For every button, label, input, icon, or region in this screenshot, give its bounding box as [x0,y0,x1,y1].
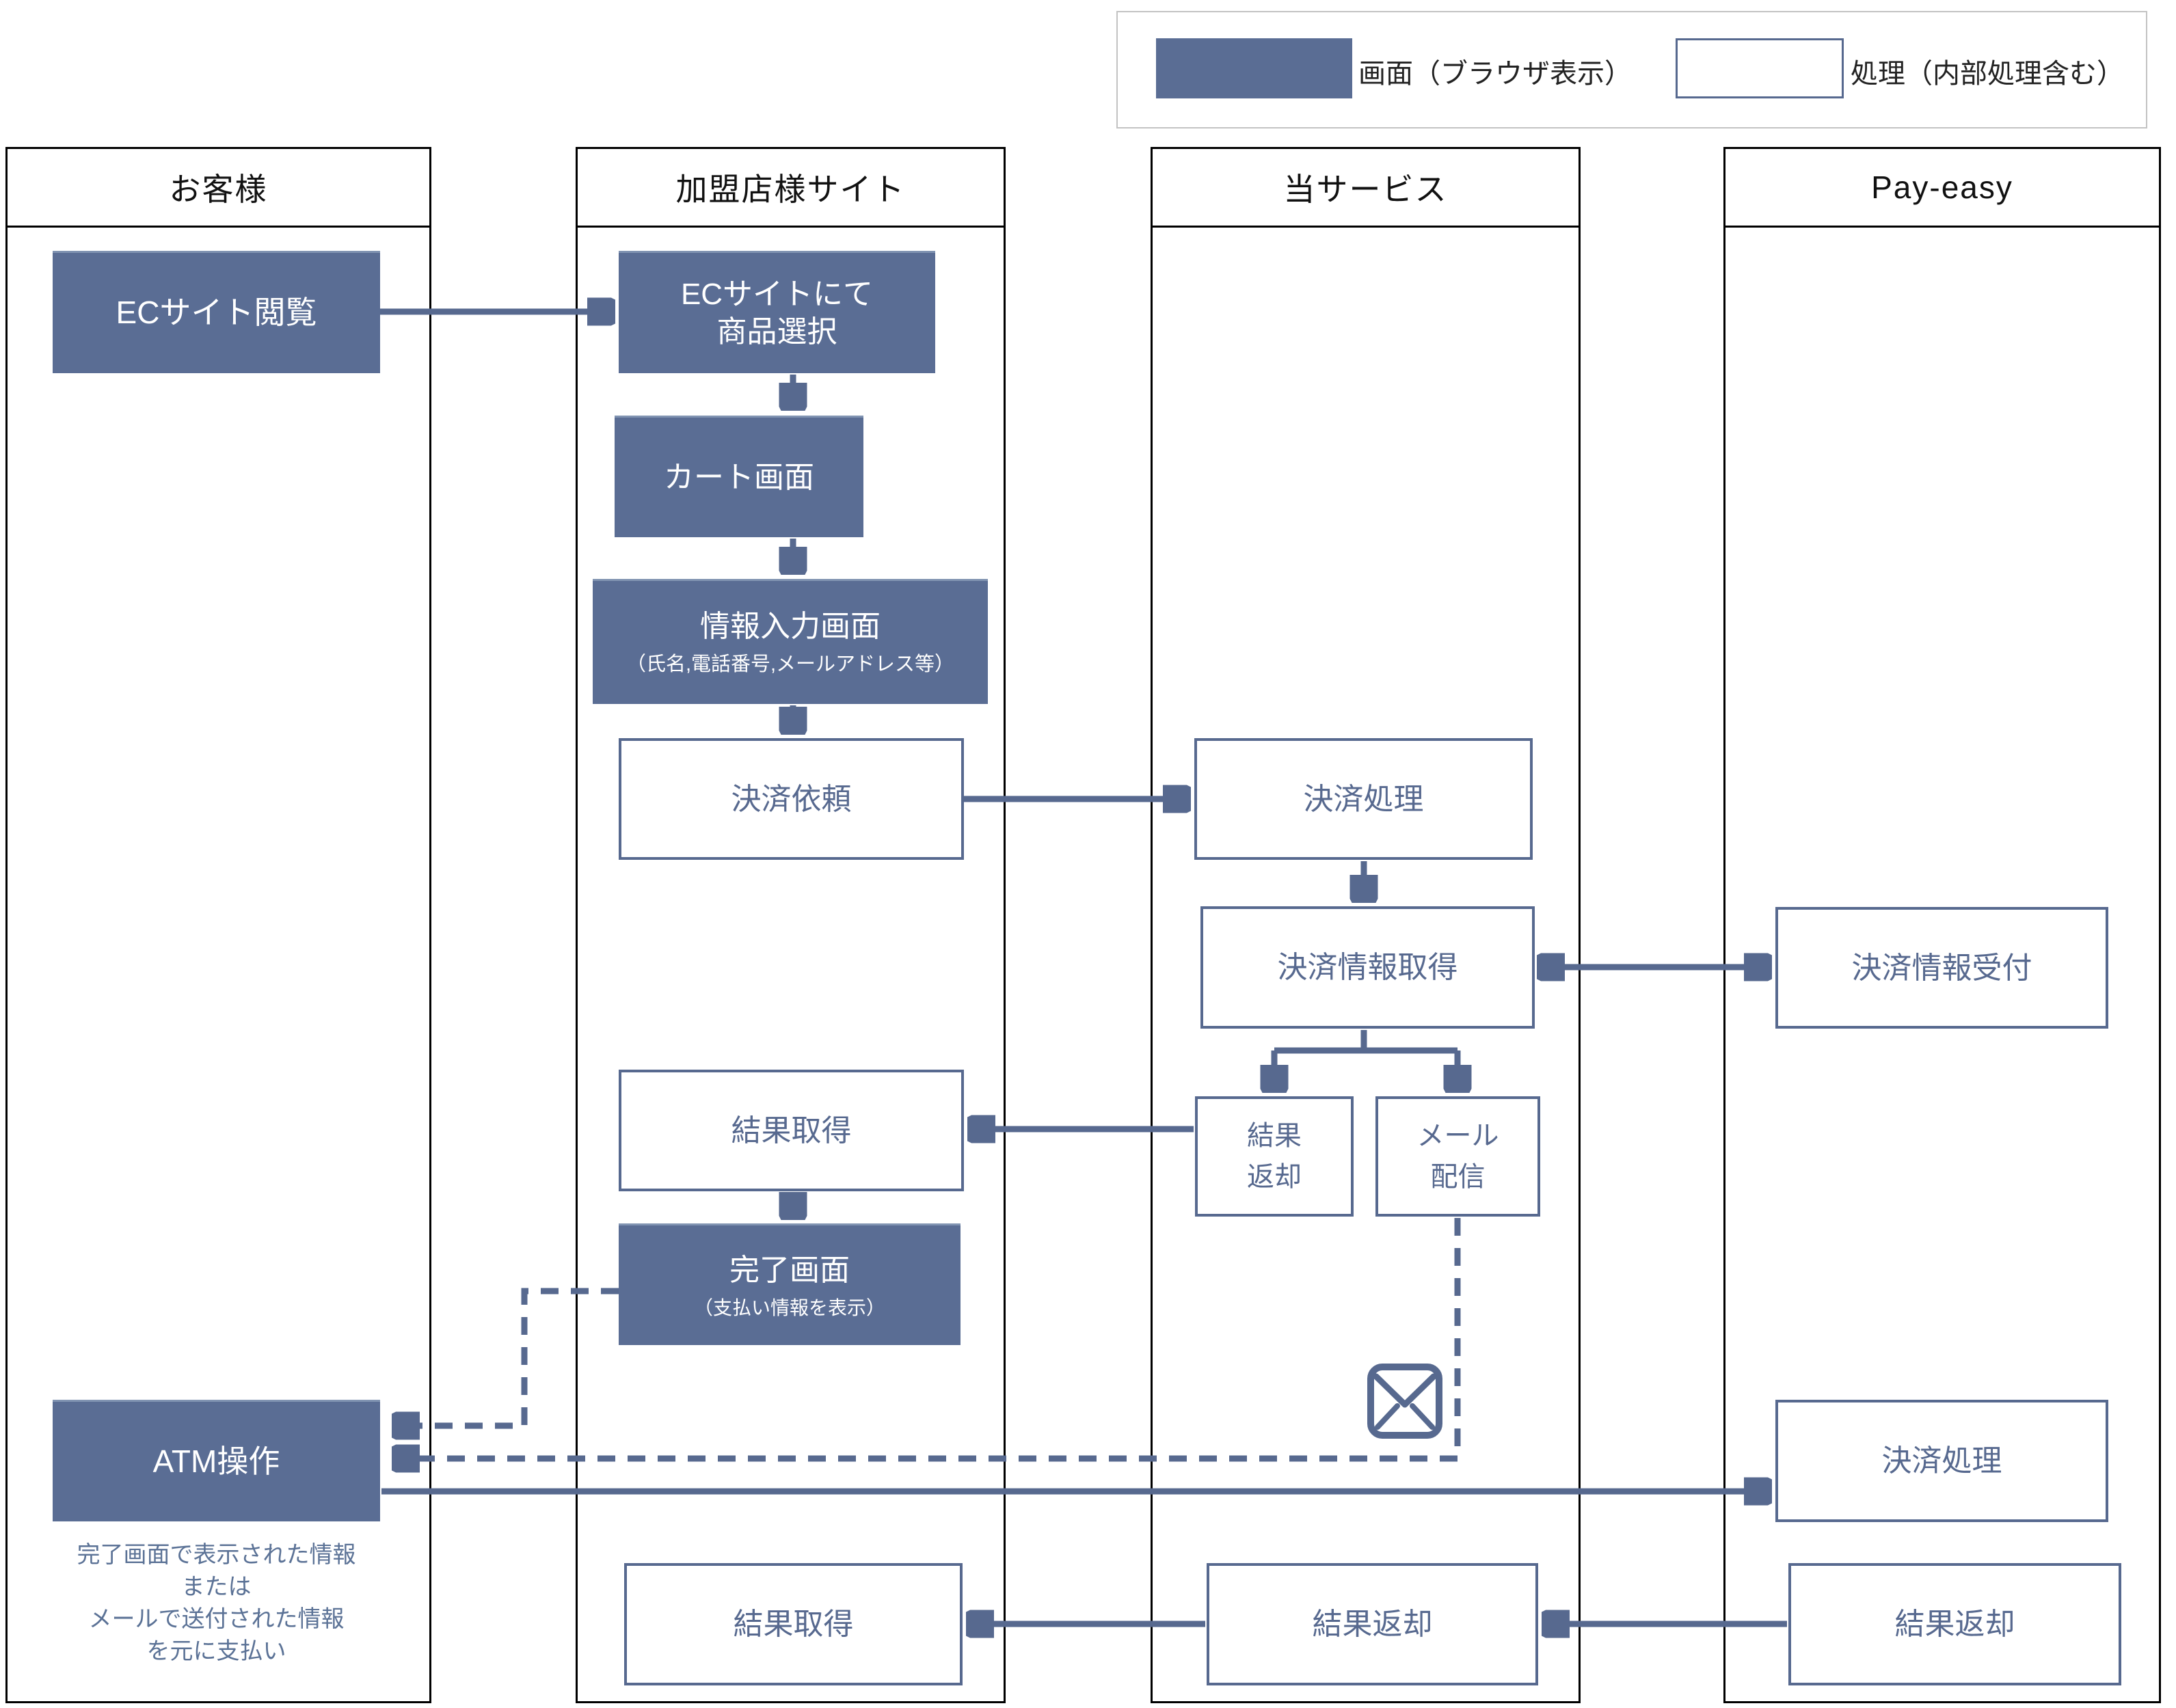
box-mail-send-line2: 配信 [1430,1162,1486,1192]
lane-customer-title: お客様 [8,149,429,228]
atm-note-line: を元に支払い [146,1638,286,1664]
box-done-screen-subtitle: （支払い情報を表示） [693,1297,885,1318]
legend-screen-swatch [1156,38,1352,98]
box-ec-select-line1: ECサイトにて [680,277,874,311]
box-payment-process-service-label: 決済処理 [1303,782,1424,816]
box-result-return-payeasy-label: 結果返却 [1894,1608,2015,1641]
box-result-get-bottom: 結果取得 [624,1563,963,1685]
box-result-get-bottom-label: 結果取得 [733,1608,854,1641]
box-payment-process-payeasy-label: 決済処理 [1881,1444,2002,1478]
box-info-input-screen: 情報入力画面 （氏名,電話番号,メールアドレス等） [593,579,988,704]
box-result-return-service-label: 結果返却 [1312,1608,1433,1641]
box-done-screen: 完了画面 （支払い情報を表示） [619,1223,961,1345]
box-atm-operation: ATM操作 [53,1400,380,1521]
atm-note-line: または [181,1574,252,1600]
box-done-screen-title: 完了画面 [729,1253,850,1287]
box-cart-screen: カート画面 [615,416,863,537]
box-payment-process-payeasy: 決済処理 [1775,1400,2108,1522]
box-payment-info-accept: 決済情報受付 [1775,907,2108,1029]
mail-envelope-icon [1367,1364,1442,1439]
lane-service-title: 当サービス [1153,149,1579,228]
box-info-input-title: 情報入力画面 [700,610,881,644]
box-mail-send: メール 配信 [1375,1096,1540,1217]
legend: 画面（ブラウザ表示） 処理（内部処理含む） [1116,11,2147,128]
box-result-return-small-line2: 返却 [1247,1162,1302,1192]
lane-payeasy-title: Pay-easy [1725,149,2159,228]
box-result-return-payeasy: 結果返却 [1788,1563,2121,1685]
atm-note-line: 完了画面で表示された情報 [77,1542,356,1568]
atm-note-line: メールで送付された情報 [88,1606,345,1632]
box-info-input-subtitle: （氏名,電話番号,メールアドレス等） [626,653,955,676]
legend-process-label: 処理（内部処理含む） [1851,59,2124,89]
box-ec-select: ECサイトにて 商品選択 [619,251,935,373]
legend-process-swatch [1676,38,1844,98]
box-result-get: 結果取得 [619,1070,964,1191]
box-mail-send-line1: メール [1416,1121,1499,1151]
box-payment-info-get-label: 決済情報取得 [1277,951,1458,984]
box-payment-info-get: 決済情報取得 [1200,906,1535,1029]
box-result-get-label: 結果取得 [731,1113,852,1148]
box-atm-operation-label: ATM操作 [152,1443,280,1479]
box-payment-process-service: 決済処理 [1194,738,1533,860]
box-ec-browse-label: ECサイト閲覧 [116,295,317,331]
box-result-return-small-line1: 結果 [1247,1121,1302,1151]
box-payment-info-accept-label: 決済情報受付 [1851,951,2032,985]
box-ec-select-line2: 商品選択 [716,315,837,349]
box-payment-request: 決済依頼 [619,738,964,860]
box-result-return-service: 結果返却 [1207,1563,1538,1685]
box-result-return-small: 結果 返却 [1195,1096,1354,1217]
lane-merchant: 加盟店様サイト [576,147,1006,1703]
legend-screen-label: 画面（ブラウザ表示） [1358,59,1632,89]
box-cart-screen-label: カート画面 [664,461,814,494]
atm-payment-note: 完了画面で表示された情報 または メールで送付された情報 を元に支払い [53,1539,380,1668]
box-ec-browse: ECサイト閲覧 [53,251,380,373]
box-payment-request-label: 決済依頼 [731,782,852,816]
lane-merchant-title: 加盟店様サイト [578,149,1004,228]
